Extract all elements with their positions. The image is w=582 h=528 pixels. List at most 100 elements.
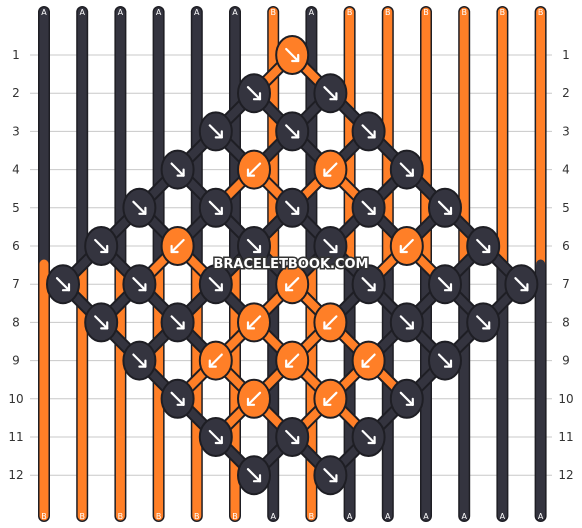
arrow-icon xyxy=(208,353,223,368)
arrow-head-icon xyxy=(214,130,223,139)
row-number-left: 3 xyxy=(12,124,20,138)
arrow-icon xyxy=(323,86,338,101)
row-number-left: 4 xyxy=(12,163,20,177)
row-number-right: 5 xyxy=(562,201,570,215)
arrow-icon xyxy=(208,124,223,139)
strand-label-top: B xyxy=(385,8,391,17)
arrow-icon xyxy=(246,238,262,254)
arrow-icon xyxy=(246,315,262,330)
arrow-icon xyxy=(437,277,453,292)
arrow-icon xyxy=(132,353,147,368)
knot xyxy=(122,187,157,228)
knot xyxy=(160,226,195,266)
knot xyxy=(389,226,424,266)
strand-label-bottom: B xyxy=(41,512,47,521)
arrow-head-icon xyxy=(170,244,179,254)
arrow-head-icon xyxy=(329,474,338,483)
knot xyxy=(122,264,157,305)
arrow-icon xyxy=(323,162,338,177)
arrow-head-icon xyxy=(214,283,223,292)
arrow-head-icon xyxy=(285,359,294,368)
row-number-left: 11 xyxy=(8,430,23,444)
strand-label-top: A xyxy=(309,8,315,17)
knot xyxy=(198,111,233,152)
strand-label-top: A xyxy=(156,8,162,17)
arrow-head-icon xyxy=(214,435,223,445)
knot xyxy=(275,35,310,75)
arrow-icon xyxy=(323,315,338,330)
arrow-icon xyxy=(514,277,529,292)
knot xyxy=(428,187,462,228)
arrow-head-icon xyxy=(323,168,332,177)
arrow-head-icon xyxy=(291,206,300,215)
arrow-icon xyxy=(361,277,376,292)
arrow-head-icon xyxy=(367,206,376,215)
strand-label-top: A xyxy=(79,8,85,17)
row-number-left: 6 xyxy=(12,239,20,253)
knot xyxy=(351,417,386,457)
knot xyxy=(237,455,271,496)
arrow-head-icon xyxy=(252,92,262,101)
row-number-right: 8 xyxy=(562,315,570,329)
strand-label-top: B xyxy=(461,8,467,17)
knot xyxy=(504,264,539,305)
arrow-head-icon xyxy=(61,283,71,292)
arrow-head-icon xyxy=(291,53,300,63)
row-number-left: 10 xyxy=(8,392,23,406)
arrow-icon xyxy=(323,238,338,254)
row-number-right: 6 xyxy=(562,239,570,253)
strand-label-top: B xyxy=(538,8,544,17)
arrow-icon xyxy=(132,200,147,215)
arrow-head-icon xyxy=(176,168,185,177)
arrow-head-icon xyxy=(246,321,256,330)
row-number-left: 1 xyxy=(12,48,20,62)
row-number-left: 12 xyxy=(8,468,23,482)
strand-label-top: A xyxy=(194,8,200,17)
knot xyxy=(313,455,348,496)
strand-label-top: B xyxy=(500,8,506,17)
strand-label-bottom: A xyxy=(347,512,353,521)
strand-label-bottom: B xyxy=(156,512,162,521)
arrow-icon xyxy=(361,124,376,139)
arrow-head-icon xyxy=(367,283,376,292)
arrow-head-icon xyxy=(443,283,453,292)
arrow-head-icon xyxy=(367,130,376,139)
arrow-icon xyxy=(170,238,185,254)
strand-label-top: A xyxy=(41,8,47,17)
arrow-icon xyxy=(399,391,414,406)
arrow-head-icon xyxy=(138,283,147,292)
arrow-head-icon xyxy=(291,435,300,445)
strand-label-bottom: A xyxy=(385,512,391,521)
arrow-icon xyxy=(476,238,491,254)
strand-label-bottom: B xyxy=(309,512,315,521)
strand-label-bottom: B xyxy=(118,512,124,521)
arrow-head-icon xyxy=(138,359,147,368)
strand-label-top: B xyxy=(270,8,276,17)
arrow-head-icon xyxy=(208,359,217,368)
knot xyxy=(160,149,195,190)
knot xyxy=(198,340,233,381)
knots xyxy=(46,35,539,496)
arrow-icon xyxy=(285,124,300,139)
knot xyxy=(389,149,424,190)
knot xyxy=(160,302,195,343)
knot xyxy=(122,340,157,381)
arrow-head-icon xyxy=(482,244,491,254)
arrow-head-icon xyxy=(100,321,109,330)
knot xyxy=(466,226,501,266)
arrow-icon xyxy=(323,391,338,406)
knot xyxy=(351,340,386,381)
strand-label-bottom: B xyxy=(79,512,85,521)
arrow-head-icon xyxy=(246,397,256,406)
strand-label-top: A xyxy=(118,8,124,17)
row-number-right: 7 xyxy=(562,277,570,291)
knot xyxy=(198,417,233,457)
arrow-head-icon xyxy=(246,168,256,177)
knot xyxy=(275,187,310,228)
knot xyxy=(237,149,271,190)
knot xyxy=(313,378,348,419)
arrow-head-icon xyxy=(405,168,414,177)
